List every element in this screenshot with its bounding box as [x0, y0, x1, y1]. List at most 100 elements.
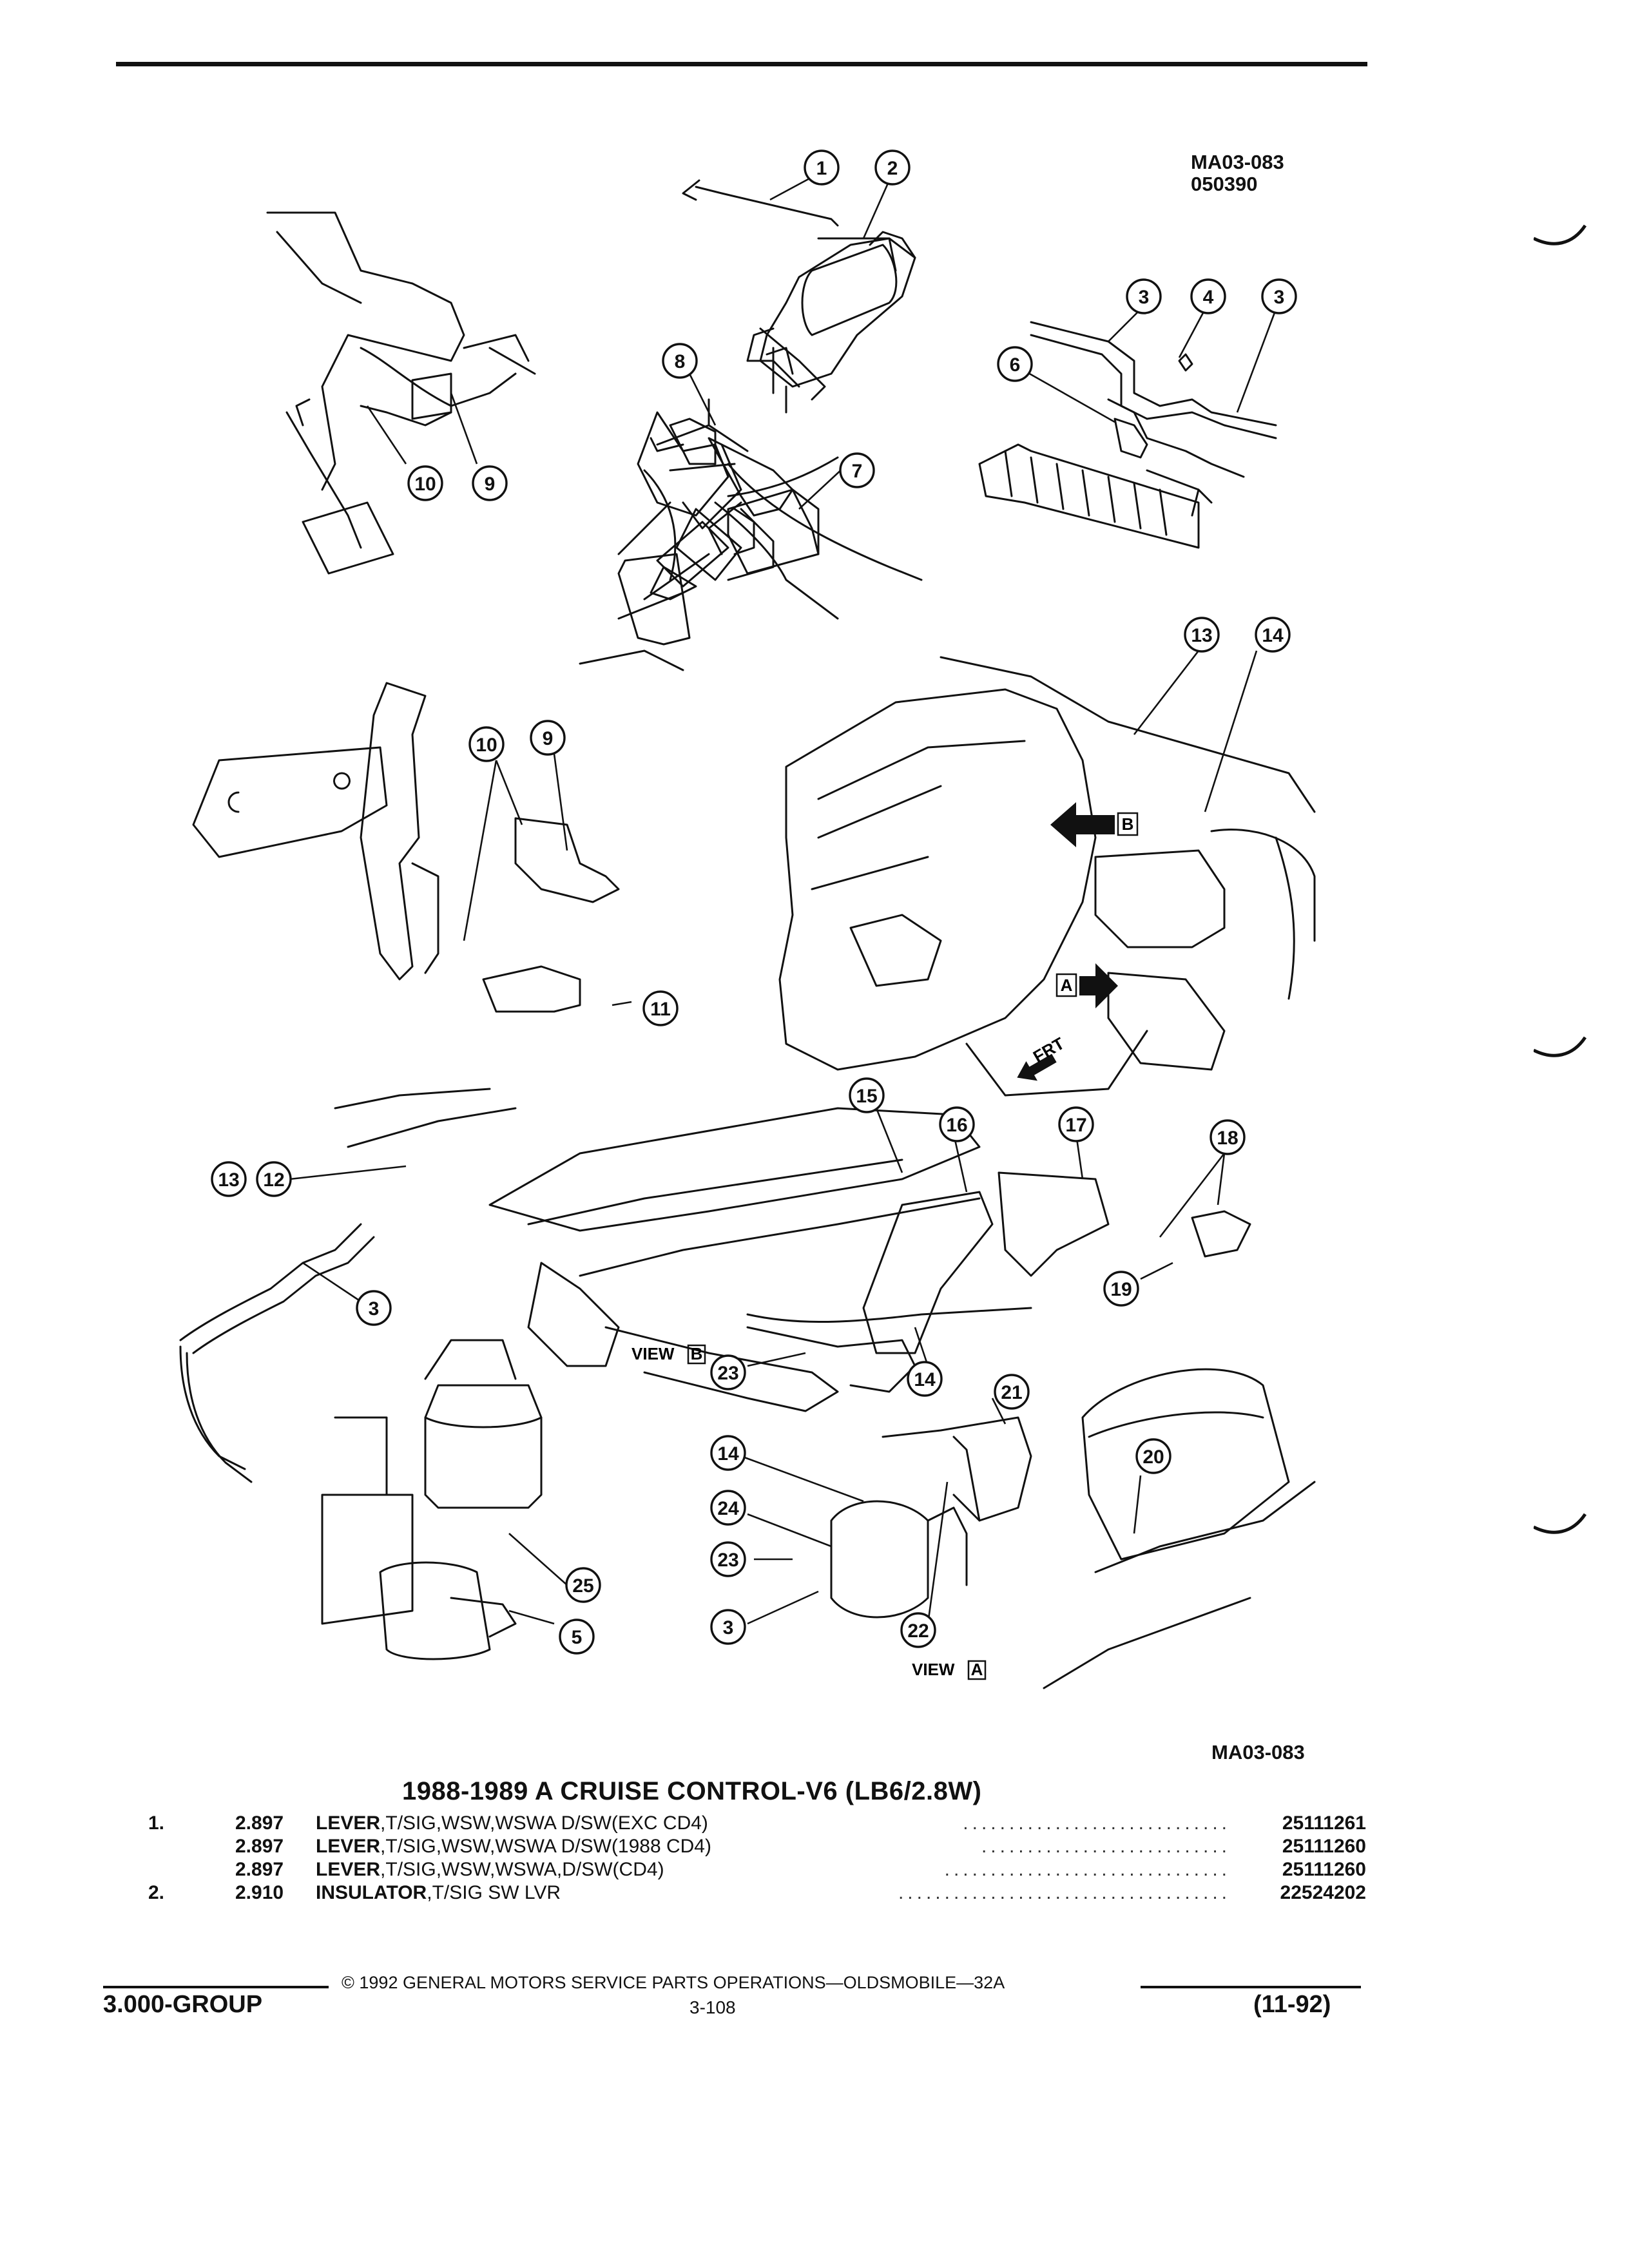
svg-text:11: 11	[650, 999, 671, 1020]
part-number: 25111261	[1282, 1812, 1366, 1834]
svg-text:4: 4	[1203, 287, 1214, 308]
vacuum-line-drawing	[179, 1088, 517, 1483]
svg-text:12: 12	[263, 1169, 284, 1191]
svg-text:25: 25	[572, 1575, 593, 1597]
callout-24: 24	[710, 1490, 746, 1526]
svg-text:13: 13	[1191, 625, 1212, 646]
group-number: 2.897	[235, 1859, 284, 1880]
footer-date: (11-92)	[1253, 1991, 1331, 2018]
part-description: INSULATOR,T/SIG SW LVR	[316, 1881, 561, 1905]
arrow-b-marker: B	[1050, 802, 1139, 847]
callout-23-top: 23	[710, 1354, 746, 1390]
figure-bottom-ref: MA03-083	[1211, 1741, 1305, 1763]
sensor-drawing	[1191, 1210, 1251, 1258]
svg-text:18: 18	[1217, 1128, 1238, 1149]
svg-text:17: 17	[1065, 1115, 1086, 1136]
svg-text:A: A	[1061, 975, 1073, 995]
vacuum-switch-drawing	[514, 817, 620, 903]
part-description: LEVER,T/SIG,WSW,WSWA,D/SW(CD4)	[316, 1858, 664, 1881]
leader-dots: ...............................	[944, 1859, 1231, 1880]
callout-14-top: 14	[1255, 617, 1291, 653]
svg-text:3: 3	[723, 1617, 734, 1639]
svg-text:A: A	[971, 1660, 983, 1679]
svg-text:14: 14	[914, 1369, 936, 1390]
svg-text:3: 3	[1139, 287, 1150, 308]
part-detail: ,T/SIG,WSW,WSWA,D/SW(CD4)	[380, 1859, 664, 1880]
svg-text:10: 10	[414, 474, 436, 495]
svg-text:24: 24	[717, 1498, 739, 1519]
view-a-label: VIEW A	[912, 1660, 987, 1680]
svg-text:14: 14	[1262, 625, 1284, 646]
callout-5: 5	[559, 1619, 595, 1655]
arrow-a-marker: A	[1055, 963, 1118, 1008]
parts-list: 1. 2.897 LEVER,T/SIG,WSW,WSWA D/SW(EXC C…	[148, 1812, 1366, 1905]
callout-3b: 3	[1261, 278, 1297, 314]
leader-dots: .............................	[963, 1812, 1231, 1834]
svg-text:8: 8	[675, 351, 686, 372]
callout-15: 15	[849, 1077, 885, 1113]
callout-20: 20	[1135, 1438, 1171, 1474]
callout-1: 1	[804, 149, 840, 186]
leader-lines	[289, 176, 1277, 1625]
group-number: 2.897	[235, 1836, 284, 1857]
group-number: 2.897	[235, 1812, 284, 1834]
part-detail: ,T/SIG SW LVR	[427, 1882, 561, 1903]
part-name: LEVER	[316, 1812, 381, 1834]
parts-row: 2.897 LEVER,T/SIG,WSW,WSWA,D/SW(CD4) ...…	[148, 1858, 1366, 1881]
parts-row: 2.897 LEVER,T/SIG,WSW,WSWA D/SW(1988 CD4…	[148, 1835, 1366, 1858]
svg-text:VIEW: VIEW	[631, 1344, 675, 1363]
parts-row: 1. 2.897 LEVER,T/SIG,WSW,WSWA D/SW(EXC C…	[148, 1812, 1366, 1835]
svg-text:22: 22	[907, 1620, 929, 1642]
callout-17: 17	[1058, 1106, 1094, 1142]
svg-text:5: 5	[572, 1627, 583, 1648]
part-name: LEVER	[316, 1836, 381, 1857]
svg-text:10: 10	[476, 735, 497, 756]
part-description: LEVER,T/SIG,WSW,WSWA D/SW(EXC CD4)	[316, 1812, 708, 1835]
parts-row: 2. 2.910 INSULATOR,T/SIG SW LVR ........…	[148, 1881, 1366, 1905]
callout-16: 16	[939, 1106, 975, 1142]
view-b-label: VIEW B	[631, 1344, 706, 1365]
bracket-17-drawing	[998, 1171, 1110, 1277]
item-number: 2.	[148, 1882, 165, 1903]
footer-copyright: © 1992 GENERAL MOTORS SERVICE PARTS OPER…	[342, 1973, 1005, 1992]
svg-text:23: 23	[717, 1550, 738, 1571]
callout-22: 22	[900, 1612, 936, 1648]
part-number: 25111260	[1282, 1859, 1366, 1880]
svg-text:9: 9	[485, 474, 496, 495]
footer-rule-right	[1141, 1986, 1361, 1988]
svg-text:B: B	[1122, 814, 1134, 834]
footer-page-number: 3-108	[689, 1997, 736, 2017]
drawing-ref-date: 050390	[1191, 173, 1258, 195]
callout-10-mid: 10	[468, 726, 505, 762]
brake-pedal-drawing	[266, 211, 536, 575]
engine-drawing	[778, 656, 1316, 1097]
cable-bracket-drawing	[862, 1191, 994, 1354]
callout-21: 21	[994, 1374, 1030, 1410]
callout-9-top: 9	[472, 465, 508, 501]
svg-text:3: 3	[1274, 287, 1285, 308]
intake-drawing	[488, 1107, 981, 1412]
svg-text:2: 2	[887, 158, 898, 179]
callout-13-top: 13	[1184, 617, 1220, 653]
air-cleaner-drawing	[1043, 1368, 1316, 1689]
footer-group: 3.000-GROUP	[103, 1991, 263, 2018]
part-description: LEVER,T/SIG,WSW,WSWA D/SW(1988 CD4)	[316, 1835, 711, 1858]
accelerator-pad	[617, 553, 691, 646]
svg-text:19: 19	[1110, 1279, 1132, 1300]
footer-rule-left	[103, 1986, 329, 1988]
callout-12: 12	[256, 1161, 292, 1197]
callout-3: 3	[1126, 278, 1162, 314]
exploded-view-illustration: 1 2 3 4 3 6 8 7 10 9 13 14 10 9 11 15 16…	[179, 149, 1316, 1689]
svg-text:20: 20	[1142, 1446, 1164, 1468]
svg-text:21: 21	[1001, 1382, 1022, 1403]
callout-19: 19	[1103, 1271, 1139, 1307]
callout-18: 18	[1210, 1119, 1246, 1155]
item-number: 1.	[148, 1812, 165, 1834]
svg-text:1: 1	[816, 158, 827, 179]
callout-8: 8	[662, 343, 698, 379]
cable-drawing	[746, 1307, 1032, 1323]
svg-text:7: 7	[852, 461, 863, 482]
servo-drawing	[746, 231, 916, 414]
drawing-ref-code: MA03-083	[1191, 151, 1284, 173]
part-name: INSULATOR	[316, 1882, 427, 1903]
